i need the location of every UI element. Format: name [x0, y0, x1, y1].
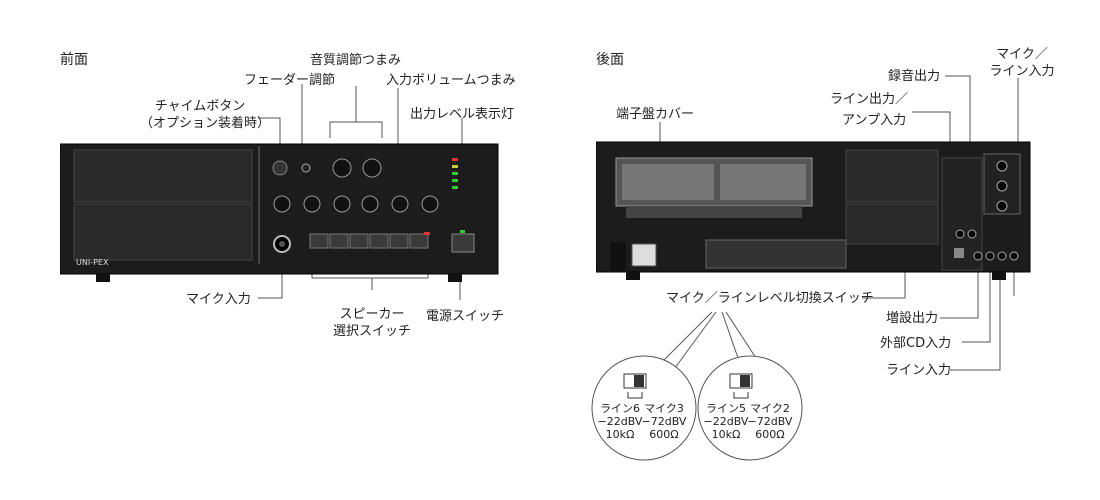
callout2-right-label: マイク2: [750, 402, 790, 415]
chime-label-line2: （オプション装着時）: [140, 116, 271, 131]
terminal-cover-label: 端子盤カバー: [616, 107, 695, 122]
level-lamp-label: 出力レベル表示灯: [410, 107, 515, 122]
speaker-switch-2: [329, 233, 349, 249]
fader-knob: [301, 163, 311, 173]
callout2-right: マイク2 −72dBV 600Ω: [746, 402, 794, 441]
ac-outlet: [631, 243, 657, 267]
rec-out-label: 録音出力: [888, 69, 941, 84]
callout-circles: [591, 355, 803, 461]
line-out-label-line1: ライン出力／: [830, 92, 909, 107]
callout2-right-imp: 600Ω: [755, 428, 785, 441]
rear-panel-device: [596, 141, 1031, 280]
level-switch: [954, 248, 964, 258]
mic-line-in-line2: ライン入力: [989, 64, 1055, 79]
rec-out-jack: [967, 229, 977, 239]
chime-button-label: チャイムボタン （オプション装着時）: [140, 98, 271, 132]
speaker-label-line1: スピーカー: [339, 307, 405, 322]
volume-knob-mic1: [273, 195, 291, 213]
volume-knob-line5: [391, 195, 409, 213]
speaker-select-label: スピーカー 選択スイッチ: [330, 306, 414, 340]
power-switch-label: 電源スイッチ: [426, 309, 505, 324]
mic-line-in-jack-1: [996, 160, 1008, 172]
speaker-switch-all: [409, 233, 429, 249]
callout-circle-right: [697, 355, 803, 461]
tone-knob-1: [332, 158, 352, 178]
speaker-switch-4: [369, 233, 389, 249]
level-lamps: [452, 158, 458, 189]
power-switch: [451, 233, 475, 253]
callout2-left-label: ライン5: [706, 402, 746, 415]
callout1-left-level: −22dBV: [597, 415, 643, 428]
callout2-left-imp: 10kΩ: [711, 428, 741, 441]
callout1-right: マイク3 −72dBV 600Ω: [640, 402, 688, 441]
line-input-label: ライン入力: [886, 363, 952, 378]
callout2-left-level: −22dBV: [703, 415, 749, 428]
front-panel-device: [60, 143, 499, 282]
rear-title: 後面: [596, 52, 624, 68]
speaker-switch-3: [349, 233, 369, 249]
tone-knob-label: 音質調節つまみ: [310, 53, 402, 68]
volume-knob-mic3: [333, 195, 351, 213]
callout2-right-level: −72dBV: [747, 415, 793, 428]
expansion-out-label: 増設出力: [886, 311, 939, 326]
mic-input-label: マイク入力: [186, 292, 251, 307]
cd-input-label: 外部CD入力: [880, 336, 952, 351]
tone-knob-2: [362, 158, 382, 178]
callout-circle-left: [591, 355, 697, 461]
cd-in-jack: [985, 251, 995, 261]
mic-line-in-label: マイク／ ライン入力: [980, 46, 1064, 80]
callout2-left: ライン5 −22dBV 10kΩ: [702, 402, 750, 441]
chime-button: [272, 160, 288, 176]
blank-slot-upper: [73, 149, 253, 203]
callout1-right-level: −72dBV: [641, 415, 687, 428]
speaker-switch-5: [389, 233, 409, 249]
volume-knob-line6: [421, 195, 439, 213]
mic-line-in-line1: マイク／: [996, 47, 1048, 62]
line-out-jack: [955, 229, 965, 239]
speaker-switch-1: [309, 233, 329, 249]
mic-line-in-jack-3: [996, 200, 1008, 212]
expansion-out-jack: [973, 251, 983, 261]
blank-slot-lower: [73, 203, 253, 261]
volume-knob-mic2: [303, 195, 321, 213]
chime-label-line1: チャイムボタン: [154, 99, 246, 114]
callout1-left: ライン6 −22dBV 10kΩ: [596, 402, 644, 441]
input-volume-label: 入力ボリュームつまみ: [386, 73, 516, 88]
fader-label: フェーダー調節: [244, 73, 336, 88]
volume-knob-line4: [361, 195, 379, 213]
front-title: 前面: [60, 52, 88, 68]
callout1-right-imp: 600Ω: [649, 428, 679, 441]
line-in-jack: [997, 251, 1007, 261]
level-switch-label: マイク／ラインレベル切換スイッチ: [666, 291, 874, 306]
callout1-left-imp: 10kΩ: [605, 428, 635, 441]
callout1-left-label: ライン6: [600, 402, 640, 415]
line-out-label-line2: アンプ入力: [842, 113, 907, 128]
mic-line-in-jack-2: [996, 180, 1008, 192]
callout1-right-label: マイク3: [644, 402, 684, 415]
brand-logo: UNI-PEX: [76, 258, 109, 267]
speaker-label-line2: 選択スイッチ: [332, 324, 411, 339]
